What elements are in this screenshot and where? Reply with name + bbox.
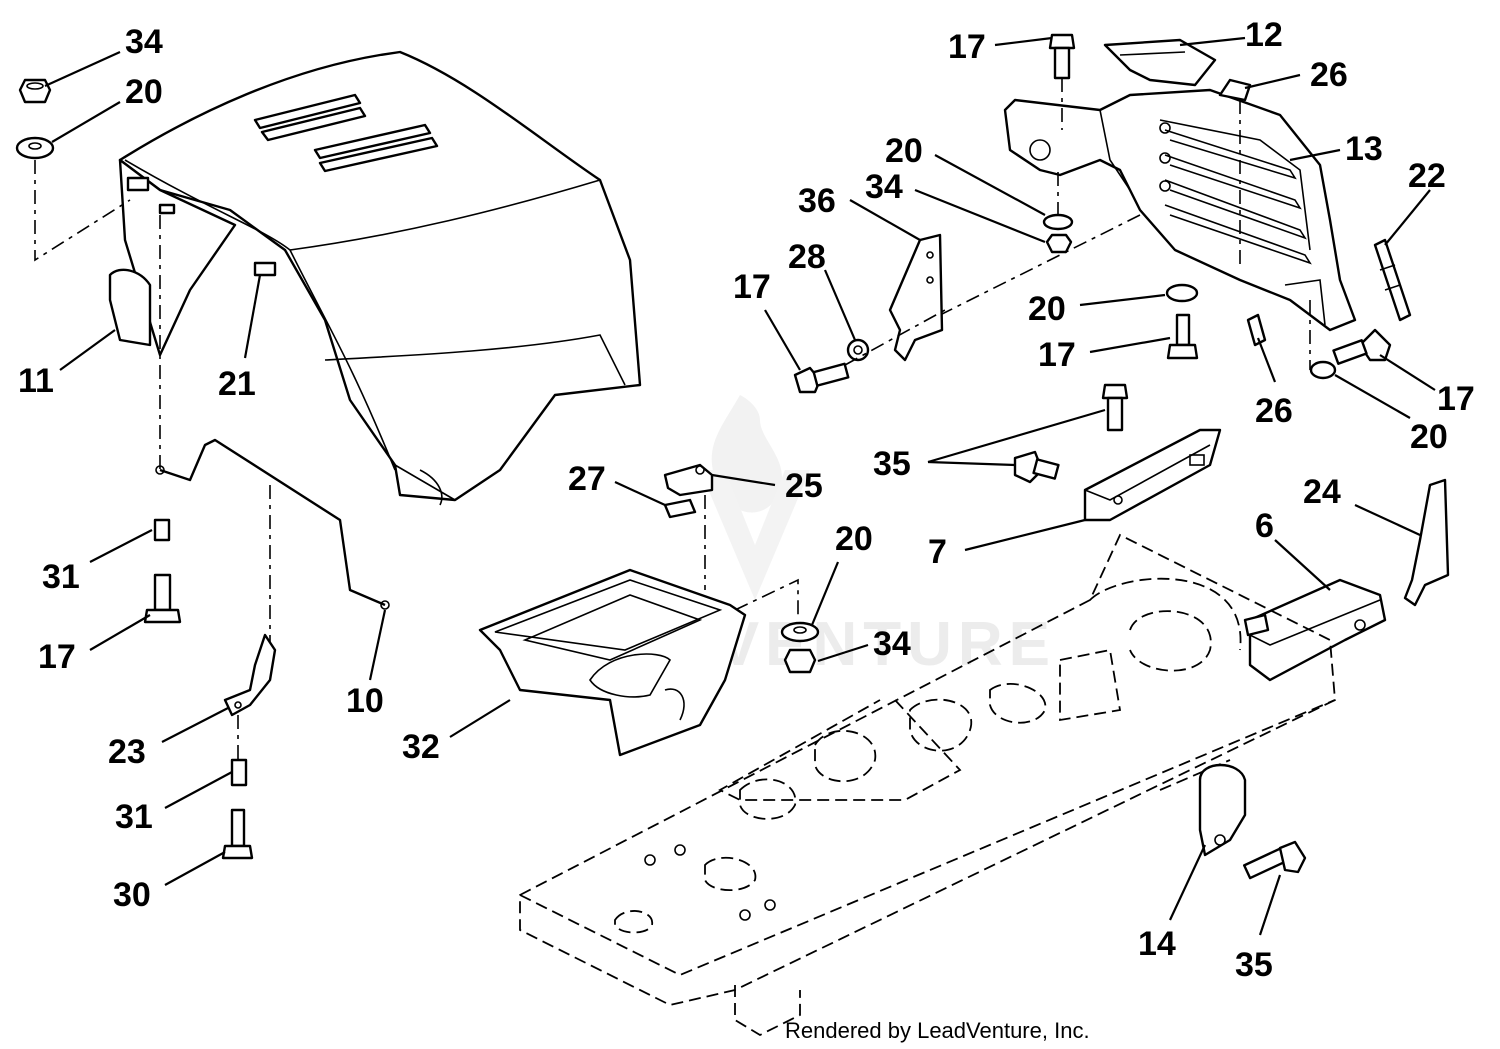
bolt-17-right-a <box>1166 313 1199 360</box>
plate-27 <box>663 498 697 519</box>
bracket-6 <box>1243 578 1387 682</box>
callout-26: 26 <box>1255 392 1293 430</box>
clip-26-bottom <box>1246 313 1267 347</box>
bracket-25 <box>663 463 714 497</box>
callout-20: 20 <box>835 520 873 558</box>
bolt-17-bracket <box>793 362 850 394</box>
hood-pad-left <box>126 176 150 192</box>
render-credit: Rendered by LeadVenture, Inc. <box>785 1018 1090 1043</box>
hood-pad-21 <box>253 261 277 277</box>
callout-31: 31 <box>42 558 80 596</box>
callout-20: 20 <box>1410 418 1448 456</box>
latch-23-part <box>223 633 277 717</box>
callout-35: 35 <box>1235 946 1273 984</box>
washer-20-grille <box>1042 213 1074 231</box>
leader-lines <box>44 36 1436 936</box>
callout-10: 10 <box>346 682 384 720</box>
nut-34-tray <box>783 648 817 674</box>
washer-20-tray <box>780 621 820 643</box>
bolt-35-lower <box>1242 840 1307 880</box>
callout-26: 26 <box>1310 56 1348 94</box>
bolt-30 <box>221 808 254 860</box>
hood-part <box>108 50 642 506</box>
bracket-7 <box>1083 428 1222 522</box>
callout-17: 17 <box>1437 380 1475 418</box>
bolt-17-right-b <box>1332 328 1392 365</box>
nut-34-grille <box>1045 233 1073 254</box>
callout-14: 14 <box>1138 925 1176 963</box>
bracket-36 <box>888 233 944 362</box>
callout-34: 34 <box>865 168 903 206</box>
callout-13: 13 <box>1345 130 1383 168</box>
clip-26-top <box>1218 78 1252 102</box>
callout-27: 27 <box>568 460 606 498</box>
gear-28 <box>846 338 870 362</box>
nut-34-top-left <box>18 78 52 104</box>
callout-34: 34 <box>873 625 911 663</box>
callout-22: 22 <box>1408 157 1446 195</box>
callout-24: 24 <box>1303 473 1341 511</box>
spacer-31-b <box>230 758 248 787</box>
callouts: 34 20 11 21 31 17 10 23 31 30 27 25 20 3… <box>18 16 1475 984</box>
callout-34: 34 <box>125 23 163 61</box>
grille-slats <box>1164 129 1312 265</box>
callout-6: 6 <box>1255 507 1274 545</box>
callout-7: 7 <box>928 533 947 571</box>
callout-17: 17 <box>1038 336 1076 374</box>
callout-20: 20 <box>1028 290 1066 328</box>
hood-rod-part <box>155 438 390 610</box>
callout-12: 12 <box>1245 16 1283 54</box>
bracket-14 <box>1198 763 1247 857</box>
bolt-17-top <box>1048 33 1076 80</box>
bracket-22 <box>1373 238 1412 322</box>
tractor-frame-dashed <box>519 533 1336 1037</box>
callout-28: 28 <box>788 238 826 276</box>
tray-32 <box>478 568 747 757</box>
bolt-35-upper-a <box>1101 383 1129 432</box>
callout-25: 25 <box>785 467 823 505</box>
grille-cover-12 <box>1103 38 1217 87</box>
callout-20: 20 <box>125 73 163 111</box>
bolt-17-left <box>143 573 182 624</box>
hood-vents <box>253 93 439 173</box>
washer-20-right-b <box>1309 360 1337 380</box>
hood-side-pad <box>108 268 152 347</box>
washer-20-right <box>1165 283 1199 303</box>
callout-20: 20 <box>885 132 923 170</box>
callout-21: 21 <box>218 365 256 403</box>
callout-17: 17 <box>733 268 771 306</box>
callout-36: 36 <box>798 182 836 220</box>
callout-17: 17 <box>948 28 986 66</box>
callout-32: 32 <box>402 728 440 766</box>
bolt-35-upper-b <box>1013 450 1060 484</box>
spacer-31-a <box>153 518 171 542</box>
callout-35: 35 <box>873 445 911 483</box>
callout-11: 11 <box>18 362 54 400</box>
callout-23: 23 <box>108 733 146 771</box>
callout-30: 30 <box>113 876 151 914</box>
washer-20-top-left <box>15 136 55 160</box>
callout-31: 31 <box>115 798 153 836</box>
callout-17: 17 <box>38 638 76 676</box>
bracket-24 <box>1403 478 1450 607</box>
grille-housing-13 <box>1003 88 1357 332</box>
